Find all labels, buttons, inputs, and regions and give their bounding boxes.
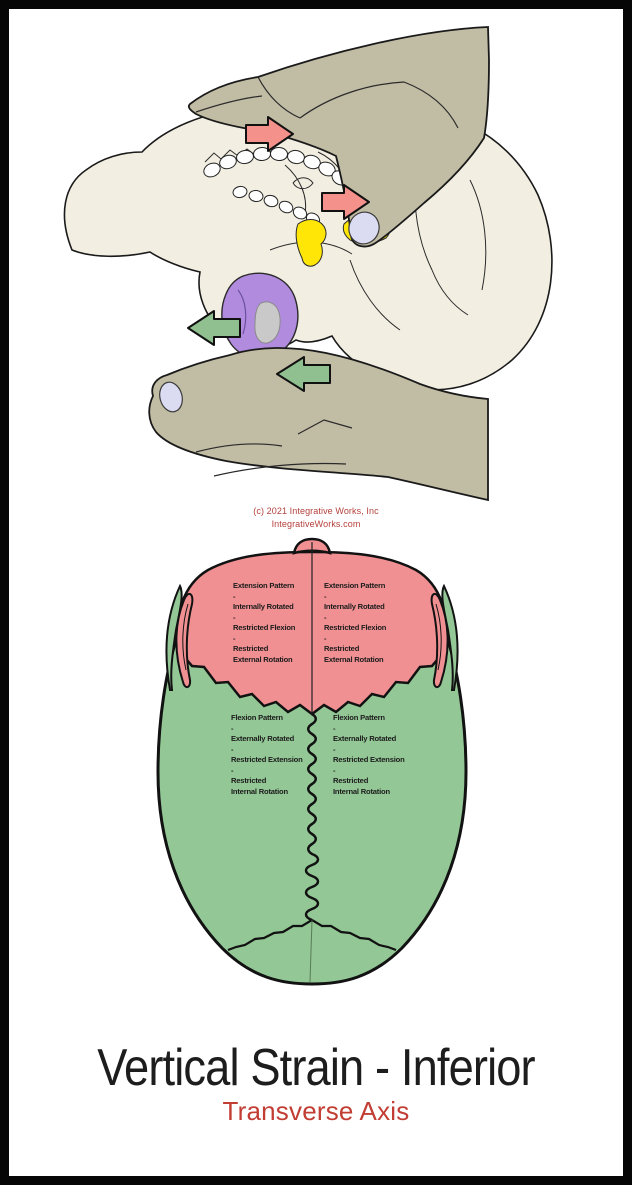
label-line: - <box>233 612 236 622</box>
lambdoid-sutures <box>227 919 397 952</box>
label-line: - <box>233 591 236 601</box>
label-line: - <box>231 765 234 775</box>
label-line: Flexion Pattern <box>231 713 283 722</box>
push-arrow-right-lower-icon <box>321 184 370 220</box>
label-line: Internally Rotated <box>233 602 294 611</box>
upper-hand <box>187 26 490 248</box>
page-subtitle: Transverse Axis <box>222 1096 410 1126</box>
fist-finger-lines <box>195 419 353 477</box>
label-line: - <box>231 723 234 733</box>
label-line: Restricted Flexion <box>324 623 387 632</box>
thumbnail <box>159 381 183 413</box>
label-line: Restricted Extension <box>333 755 405 764</box>
label-line: Restricted Extension <box>231 755 303 764</box>
push-arrow-right-upper-icon <box>245 116 294 152</box>
label-line: Externally Rotated <box>333 734 397 743</box>
counter-arrow-left-upper-icon <box>187 310 241 346</box>
label-line: - <box>324 612 327 622</box>
parietal-left-label-block: Flexion Pattern - Externally Rotated - R… <box>231 713 303 797</box>
parietal-right-label-block: Flexion Pattern - Externally Rotated - R… <box>333 713 405 797</box>
label-line: Extension Pattern <box>324 581 386 590</box>
label-line: Internal Rotation <box>333 786 390 796</box>
sagittal-suture <box>304 712 320 922</box>
label-line: Internally Rotated <box>324 602 385 611</box>
label-line: Restricted <box>233 644 269 653</box>
label-line: Externally Rotated <box>231 734 295 743</box>
copyright-line2: IntegrativeWorks.com <box>271 518 361 529</box>
upper-hand-finger-lines <box>195 76 459 129</box>
page-title: Vertical Strain - Inferior <box>97 1039 535 1097</box>
label-line: - <box>324 633 327 643</box>
label-line: - <box>333 723 336 733</box>
skull-lateral-view <box>63 104 553 391</box>
counter-arrow-left-lower-icon <box>276 356 331 392</box>
label-line: External Rotation <box>233 654 293 664</box>
label-line: - <box>333 744 336 754</box>
index-fingernail <box>348 211 380 245</box>
label-line: Restricted Flexion <box>233 623 296 632</box>
occipital-condyle <box>254 301 281 344</box>
label-line: - <box>324 591 327 601</box>
label-line: Flexion Pattern <box>333 713 385 722</box>
copyright-line1: (c) 2021 Integrative Works, Inc <box>253 506 379 516</box>
label-line: Internal Rotation <box>231 786 288 796</box>
label-line: - <box>333 765 336 775</box>
label-line: Restricted <box>333 776 369 785</box>
occipital-midline <box>309 919 313 983</box>
frontal-left-label-block: Extension Pattern - Internally Rotated -… <box>233 581 295 665</box>
label-line: Restricted <box>324 644 360 653</box>
occiput-highlight <box>221 272 299 360</box>
label-line: - <box>233 633 236 643</box>
label-line: - <box>231 744 234 754</box>
technique-illustration <box>63 26 553 502</box>
lateral-edge-wedges <box>165 583 459 691</box>
pterion-slivers <box>175 592 449 688</box>
frontal-right-label-block: Extension Pattern - Internally Rotated -… <box>324 581 386 665</box>
label-line: Restricted <box>231 776 267 785</box>
copyright-notice: (c) 2021 Integrative Works, Inc Integrat… <box>0 505 632 530</box>
skull-top-view-diagram <box>156 537 468 986</box>
lower-hand-fist <box>148 347 489 502</box>
label-line: Extension Pattern <box>233 581 295 590</box>
label-line: External Rotation <box>324 654 384 664</box>
